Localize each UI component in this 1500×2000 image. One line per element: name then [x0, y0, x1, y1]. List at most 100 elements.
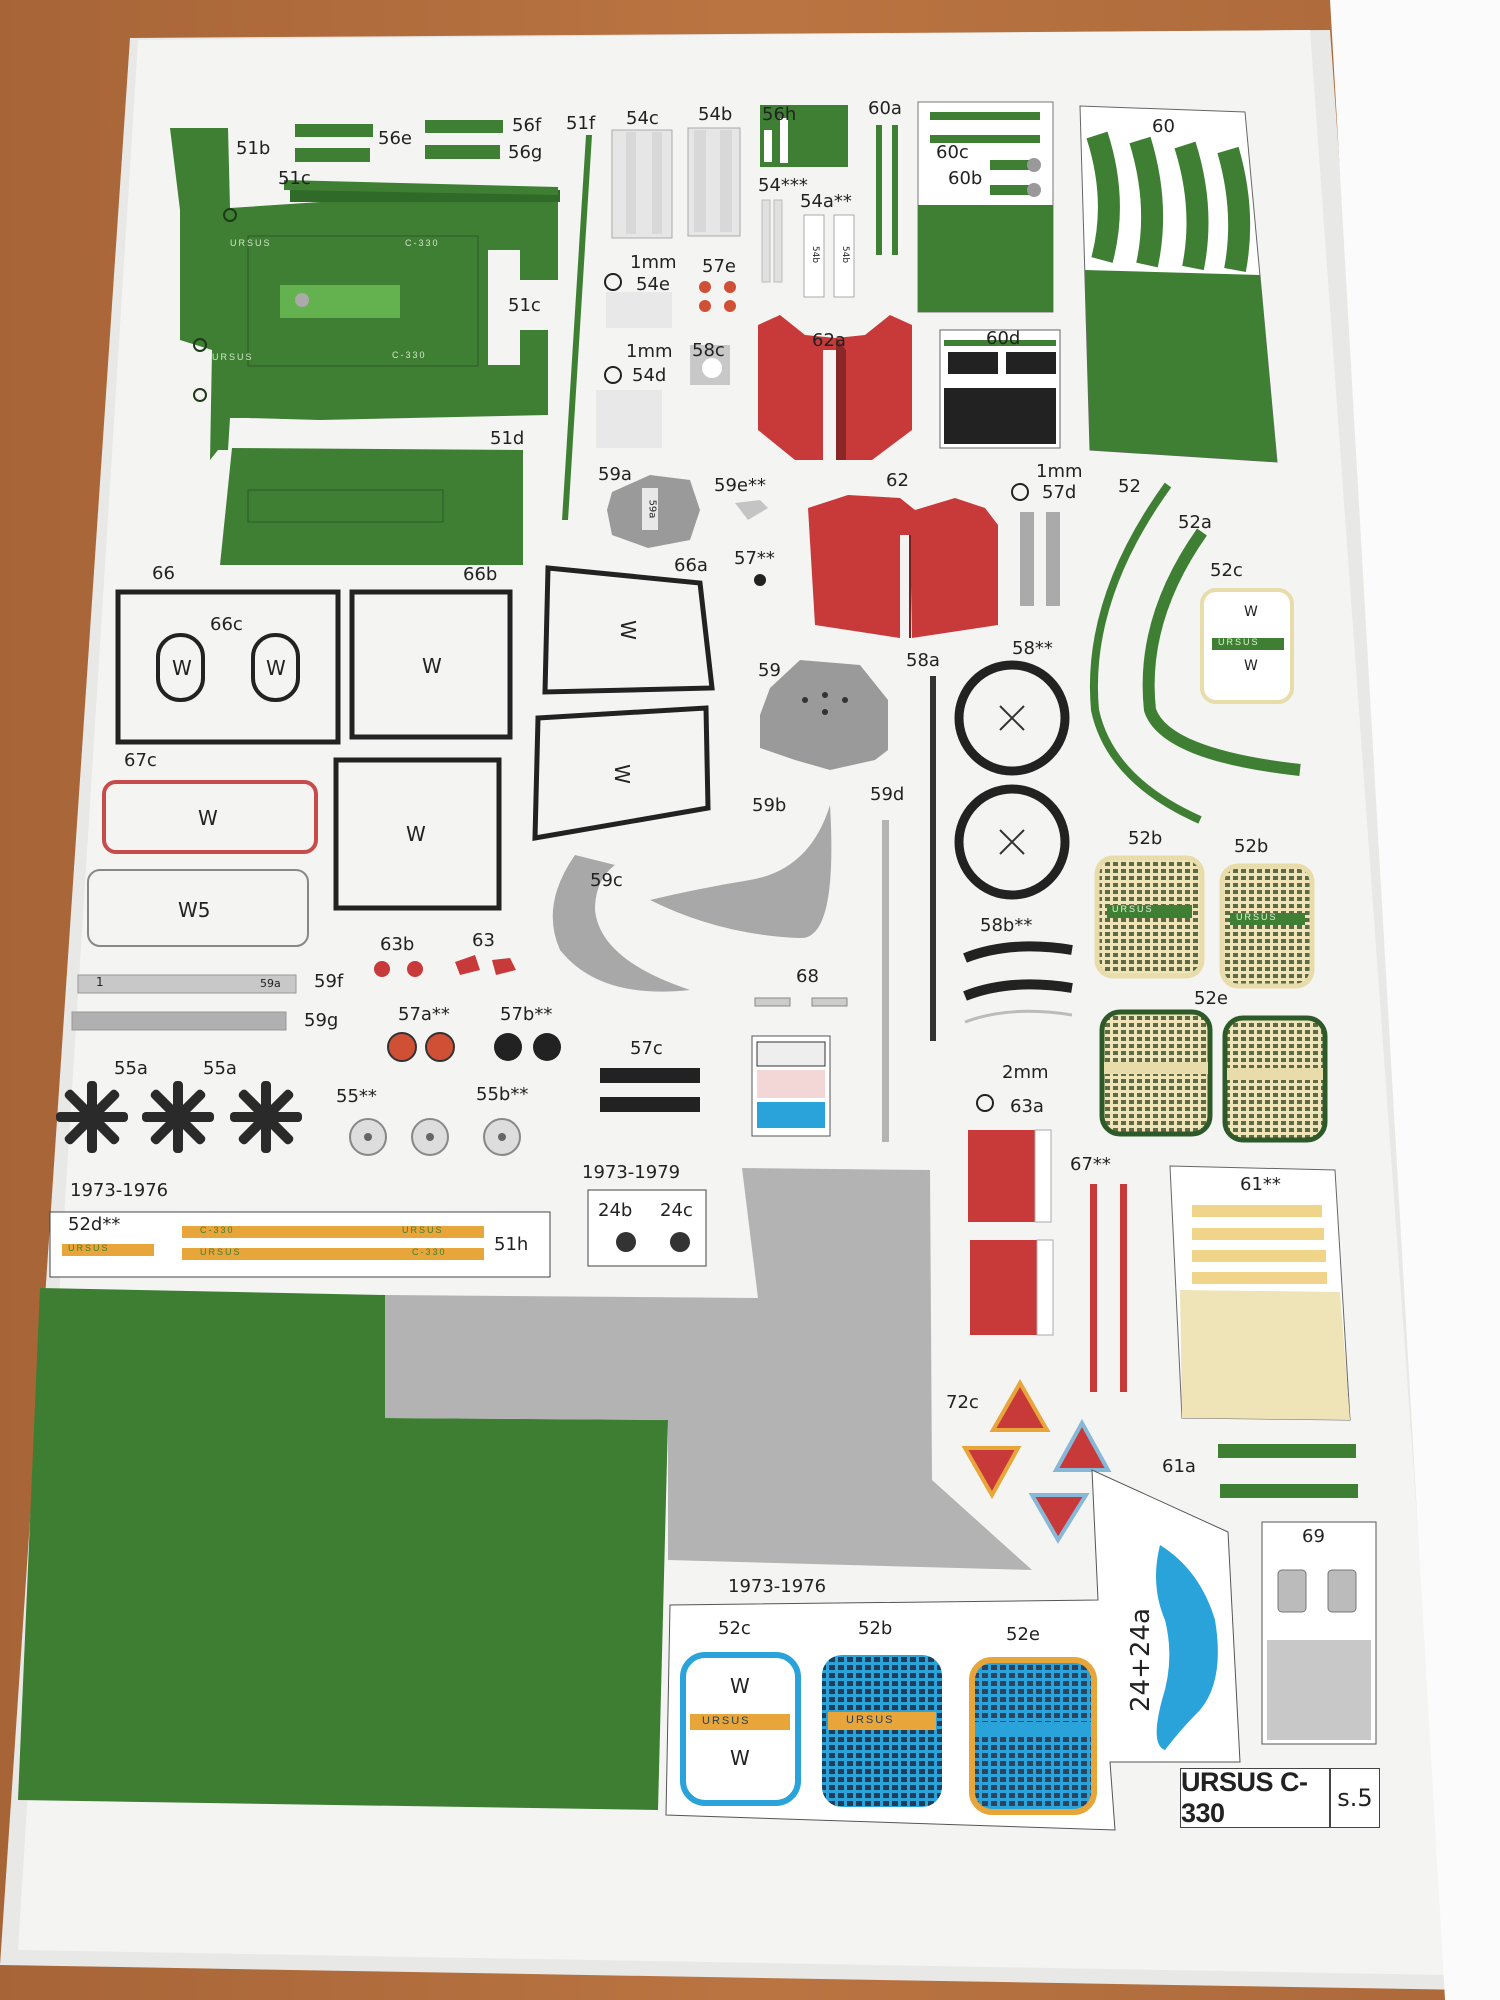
logo-c330-51h-b: C-330	[412, 1247, 447, 1257]
window-w-67c: W	[198, 806, 218, 830]
logo-ursus-52c: URSUS	[1218, 637, 1260, 647]
part-label-59b: 59b	[752, 795, 787, 816]
part-label-63b: 63b	[380, 934, 415, 955]
part-label-54c: 54c	[626, 108, 659, 129]
part-label-51c-a: 51c	[278, 168, 311, 189]
year-label-1973-1979: 1973-1979	[582, 1162, 681, 1183]
part-label-58a: 58a	[906, 650, 940, 671]
tick-label-59a: 59a	[260, 977, 281, 990]
window-w5: W5	[178, 898, 211, 922]
part-label-52a: 52a	[1178, 512, 1212, 533]
part-label-60c: 60c	[936, 142, 969, 163]
page-number: s.5	[1330, 1768, 1380, 1828]
part-label-59f: 59f	[314, 971, 344, 992]
part-label-54b: 54b	[698, 104, 733, 125]
part-label-59c: 59c	[590, 870, 623, 891]
part-label-56g: 56g	[508, 142, 543, 163]
part-label-63: 63	[472, 930, 495, 951]
part-label-55b: 55b**	[476, 1084, 529, 1105]
part-label-59g: 59g	[304, 1010, 339, 1031]
part-label-68: 68	[796, 966, 819, 987]
part-label-57a: 57a**	[398, 1004, 450, 1025]
logo-ursus-52c-blue: URSUS	[702, 1715, 751, 1727]
part-label-66: 66	[152, 563, 175, 584]
logo-ursus-51h-a: URSUS	[402, 1225, 444, 1235]
window-w-66b: W	[422, 654, 442, 678]
part-label-61a: 61a	[1162, 1456, 1196, 1477]
logo-ursus-51b-bottom: URSUS	[212, 352, 254, 362]
logo-ursus-51h-b: URSUS	[200, 1247, 242, 1257]
part-label-60a: 60a	[868, 98, 902, 119]
part-label-57d: 57d	[1042, 482, 1077, 503]
part-label-55-star: 55**	[336, 1086, 377, 1107]
part-label-60: 60	[1152, 116, 1175, 137]
part-label-52b-b: 52b	[1234, 836, 1269, 857]
part-label-56h: 56h	[762, 104, 797, 125]
part-label-54e: 54e	[636, 274, 670, 295]
part-label-52b-a: 52b	[1128, 828, 1163, 849]
window-w-66c-right: W	[266, 656, 286, 680]
logo-ursus-52b-blue: URSUS	[846, 1714, 895, 1726]
part-label-56f: 56f	[512, 115, 542, 136]
part-label-60d: 60d	[986, 328, 1021, 349]
part-label-51b: 51b	[236, 138, 271, 159]
part-label-24b: 24b	[598, 1200, 633, 1221]
part-label-52c: 52c	[1210, 560, 1243, 581]
year-label-1973-1976-top: 1973-1976	[70, 1180, 169, 1201]
part-label-52c-bottom: 52c	[718, 1618, 751, 1639]
window-w-52c-bottom: W	[1244, 658, 1258, 674]
logo-c330-51b-bottom: C-330	[392, 350, 427, 360]
part-label-51d: 51d	[490, 428, 525, 449]
part-label-54d: 54d	[632, 365, 667, 386]
part-label-58b: 58b**	[980, 915, 1033, 936]
logo-ursus-52d: URSUS	[68, 1243, 110, 1253]
part-label-59e: 59e**	[714, 475, 766, 496]
part-label-63a: 63a	[1010, 1096, 1044, 1117]
part-label-55a-a: 55a	[114, 1058, 148, 1079]
part-label-51c-b: 51c	[508, 295, 541, 316]
part-label-51h: 51h	[494, 1234, 529, 1255]
part-label-59a: 59a	[598, 464, 632, 485]
part-label-58c: 58c	[692, 340, 725, 361]
tag-59a: 59a	[646, 499, 658, 519]
part-label-52: 52	[1118, 476, 1141, 497]
tick-label-1: 1	[96, 975, 104, 989]
part-label-62a: 62a	[812, 330, 846, 351]
window-w-66a-top: W	[615, 620, 640, 640]
part-label-66a: 66a	[674, 555, 708, 576]
part-label-56e: 56e	[378, 128, 412, 149]
part-label-69: 69	[1302, 1526, 1325, 1547]
thickness-label-1mm-b: 1mm	[626, 341, 673, 362]
part-label-24-24a: 24+24a	[1126, 1608, 1156, 1712]
window-w-66c-left: W	[172, 656, 192, 680]
window-w-52c-blue-top: W	[730, 1674, 750, 1698]
part-label-52b-bottom: 52b	[858, 1618, 893, 1639]
window-w-52c-top: W	[1244, 604, 1258, 620]
part-label-66b: 66b	[463, 564, 498, 585]
part-label-54-triple-star: 54***	[758, 175, 808, 196]
part-label-72c: 72c	[946, 1392, 979, 1413]
part-label-57b: 57b**	[500, 1004, 553, 1025]
part-label-52d: 52d**	[68, 1214, 121, 1235]
part-label-52e-bottom: 52e	[1006, 1624, 1040, 1645]
part-label-55a-b: 55a	[203, 1058, 237, 1079]
window-w-66a-bottom: W	[609, 764, 634, 784]
part-label-57c: 57c	[630, 1038, 663, 1059]
part-label-51f: 51f	[566, 113, 596, 134]
part-label-59: 59	[758, 660, 781, 681]
logo-ursus-52b-b: URSUS	[1236, 912, 1278, 922]
tag-54b-a: 54b	[810, 245, 821, 264]
logo-ursus-52b-a: URSUS	[1112, 904, 1154, 914]
part-label-60b: 60b	[948, 168, 983, 189]
thickness-label-1mm-c: 1mm	[1036, 461, 1083, 482]
sheet-title: URSUS C-330	[1180, 1767, 1330, 1828]
window-w-52c-blue-bottom: W	[730, 1746, 750, 1770]
part-label-67-star: 67**	[1070, 1154, 1111, 1175]
part-label-52e: 52e	[1194, 988, 1228, 1009]
logo-c330-51h-a: C-330	[200, 1225, 235, 1235]
window-w-66b-second: W	[406, 822, 426, 846]
thickness-label-2mm: 2mm	[1002, 1062, 1049, 1083]
part-label-24c: 24c	[660, 1200, 693, 1221]
logo-ursus-51b-top: URSUS	[230, 238, 272, 248]
